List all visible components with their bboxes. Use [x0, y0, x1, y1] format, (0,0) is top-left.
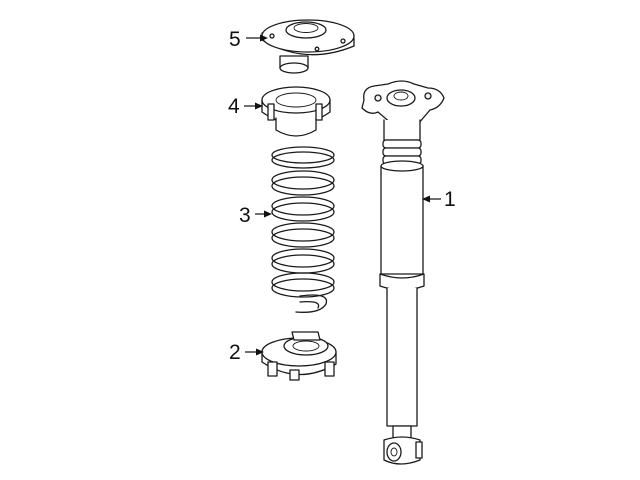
callout-number: 5: [229, 28, 241, 51]
callout-5: 5: [229, 28, 268, 51]
callout-number: 2: [229, 341, 241, 364]
upper-spring-isolator-part[interactable]: [261, 86, 331, 137]
coil-spring-part[interactable]: [271, 146, 335, 313]
callout-number: 4: [228, 95, 240, 118]
shock-absorber-part[interactable]: [361, 80, 445, 465]
callout-3: 3: [239, 204, 272, 227]
callout-number: 3: [239, 204, 251, 227]
lower-spring-seat-part[interactable]: [261, 331, 337, 381]
callout-2: 2: [229, 341, 264, 364]
callout-1: 1: [422, 188, 456, 211]
upper-mount-part[interactable]: [261, 19, 355, 74]
callout-number: 1: [444, 188, 456, 211]
callout-4: 4: [228, 95, 263, 118]
